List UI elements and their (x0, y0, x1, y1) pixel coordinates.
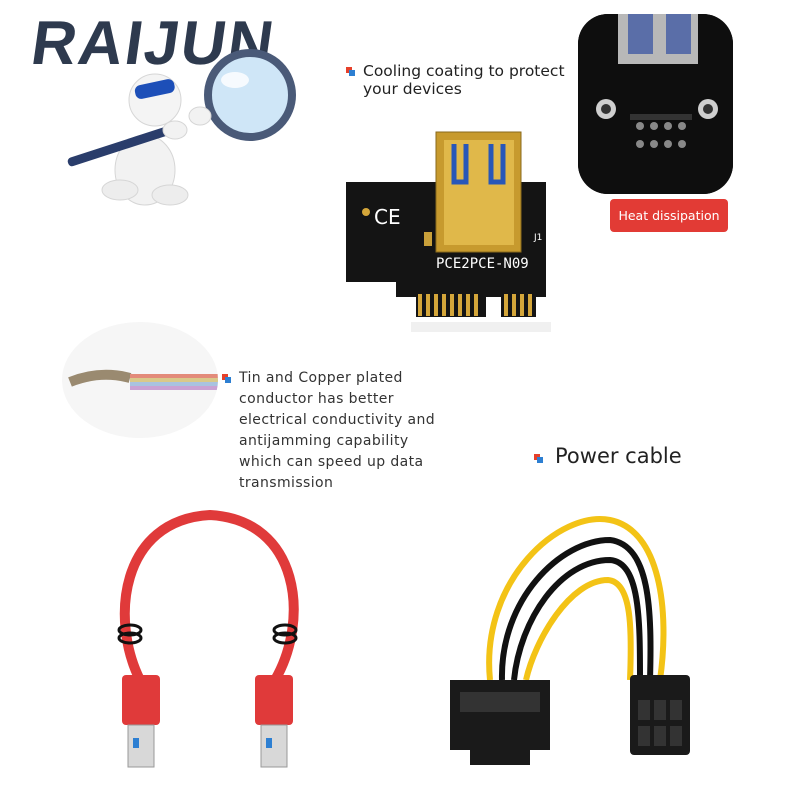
conductor-line-1: Tin and Copper plated (239, 370, 403, 386)
cooling-feature-label: Cooling coating to protect your devices (346, 62, 565, 98)
bullet-icon (346, 67, 355, 76)
cooling-line-1: Cooling coating to protect (363, 62, 565, 80)
board-model-text: PCE2PCE-N09 (436, 256, 529, 272)
heat-dissipation-badge: Heat dissipation (610, 199, 728, 232)
conductor-line-3: electrical conductivity and (239, 412, 436, 428)
conductor-line-6: transmission (239, 475, 334, 491)
bullet-icon (222, 374, 231, 383)
conductor-line-2: conductor has better (239, 391, 394, 407)
power-cable-image (450, 516, 690, 765)
cooling-line-2: your devices (363, 80, 462, 98)
power-cable-label: Power cable (534, 444, 682, 468)
riser-card-image: CE PCE2PCE-N09 J1 (336, 122, 556, 332)
mascot-magnifier-illustration (67, 49, 296, 206)
heat-dissipation-closeup-photo (578, 14, 733, 194)
power-cable-text: Power cable (555, 444, 682, 468)
conductor-feature-text: Tin and Copper plated conductor has bett… (222, 368, 452, 494)
bullet-icon (534, 454, 543, 463)
conductor-line-4: antijamming capability (239, 433, 409, 449)
board-ref-text: J1 (533, 233, 542, 243)
ce-mark: CE (374, 205, 401, 229)
conductor-line-5: which can speed up data (239, 454, 424, 470)
tin-copper-wire-photo (62, 322, 218, 438)
usb-cable-image (117, 509, 299, 768)
